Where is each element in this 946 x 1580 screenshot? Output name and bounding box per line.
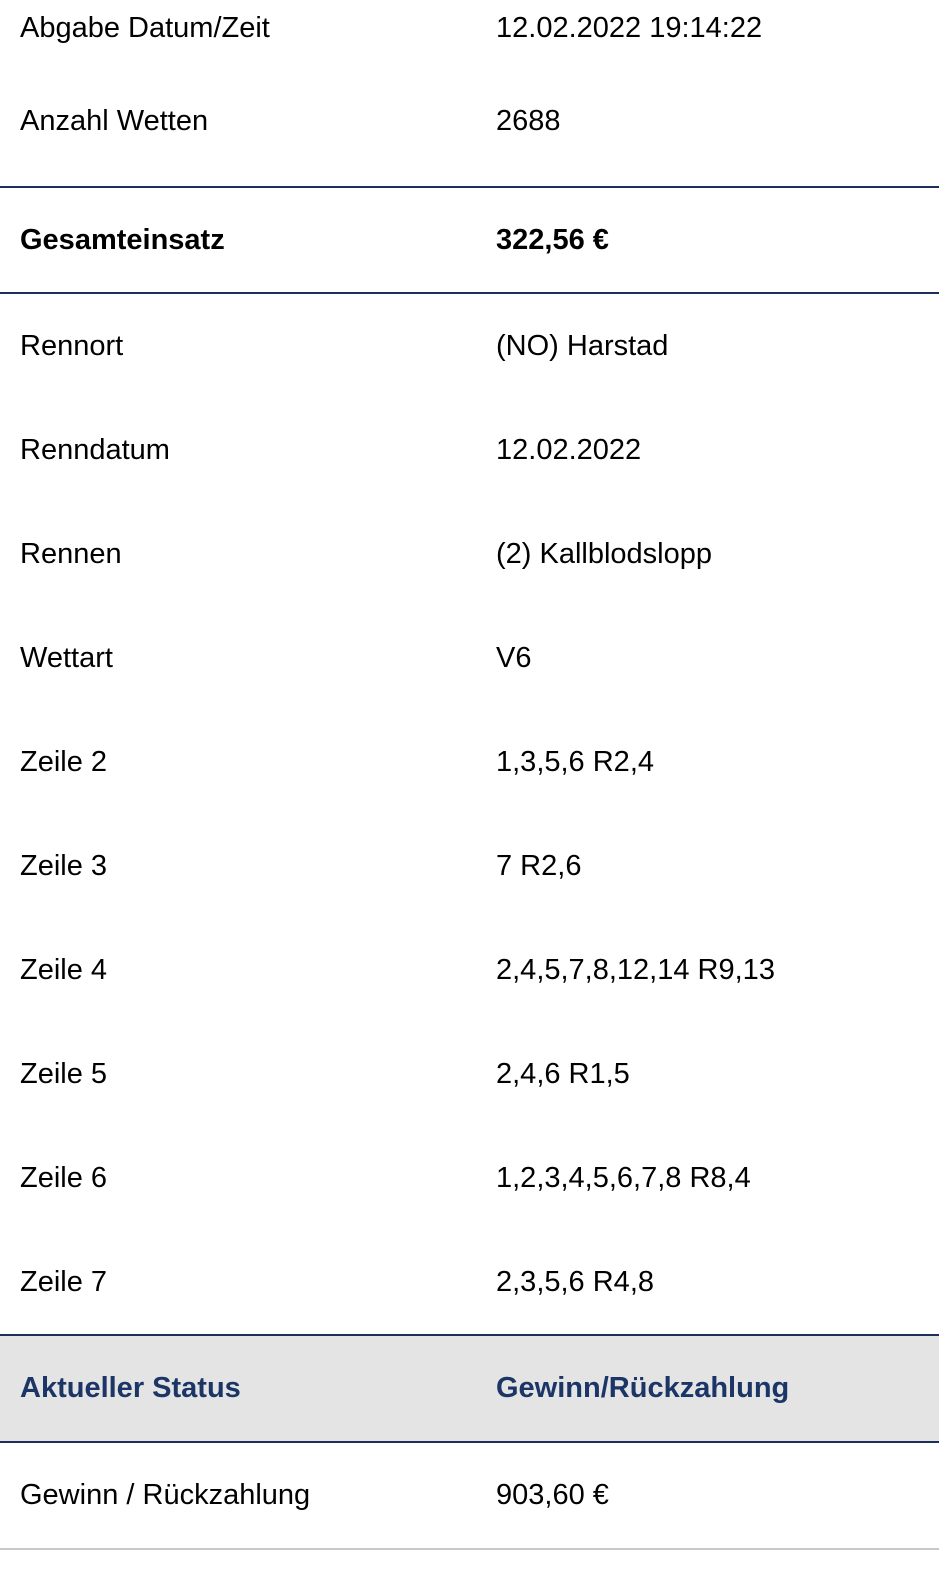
bet-type-value: V6 <box>496 641 532 674</box>
selection-line-label: Zeile 4 <box>20 953 108 986</box>
selection-line-value: 7 R2,6 <box>496 849 582 882</box>
bet-count-row: Anzahl Wetten 2688 <box>0 57 939 186</box>
payout-value: 903,60 € <box>496 1479 609 1511</box>
selection-line-label: Zeile 7 <box>20 1265 108 1298</box>
selection-line-label: Zeile 2 <box>20 745 108 778</box>
selection-line-value: 1,3,5,6 R2,4 <box>496 745 654 778</box>
race-label: Rennen <box>20 537 122 570</box>
status-value: Gewinn/Rückzahlung <box>496 1372 790 1404</box>
selection-line-row: Zeile 6 1,2,3,4,5,6,7,8 R8,4 <box>0 1126 939 1230</box>
selection-line-label: Zeile 5 <box>20 1057 108 1090</box>
race-row: Rennen (2) Kallblodslopp <box>0 502 939 606</box>
selection-line-label: Zeile 6 <box>20 1161 108 1194</box>
selection-line-row: Zeile 5 2,4,6 R1,5 <box>0 1022 939 1126</box>
payout-row: Gewinn / Rückzahlung 903,60 € <box>0 1441 939 1548</box>
venue-label: Rennort <box>20 329 124 362</box>
status-label: Aktueller Status <box>20 1372 241 1404</box>
submitted-row: Abgabe Datum/Zeit 12.02.2022 19:14:22 <box>0 0 939 57</box>
bet-details-table: Abgabe Datum/Zeit 12.02.2022 19:14:22 An… <box>0 0 939 1548</box>
selection-line-label: Zeile 3 <box>20 849 108 882</box>
total-stake-row: Gesamteinsatz 322,56 € <box>0 186 939 292</box>
payout-label: Gewinn / Rückzahlung <box>20 1479 311 1511</box>
selection-line-row: Zeile 3 7 R2,6 <box>0 814 939 918</box>
total-stake-value: 322,56 € <box>496 223 609 256</box>
selection-line-row: Zeile 4 2,4,5,7,8,12,14 R9,13 <box>0 918 939 1022</box>
venue-row: Rennort (NO) Harstad <box>0 292 939 398</box>
bet-count-label: Anzahl Wetten <box>20 105 209 137</box>
bet-type-row: Wettart V6 <box>0 606 939 710</box>
venue-value: (NO) Harstad <box>496 329 669 362</box>
selection-line-value: 1,2,3,4,5,6,7,8 R8,4 <box>496 1161 751 1194</box>
status-header-row: Aktueller Status Gewinn/Rückzahlung <box>0 1334 939 1441</box>
submitted-label: Abgabe Datum/Zeit <box>20 12 270 44</box>
bet-count-value: 2688 <box>496 105 561 137</box>
race-date-row: Renndatum 12.02.2022 <box>0 398 939 502</box>
selection-line-row: Zeile 7 2,3,5,6 R4,8 <box>0 1230 939 1334</box>
selection-line-row: Zeile 2 1,3,5,6 R2,4 <box>0 710 939 814</box>
race-date-label: Renndatum <box>20 433 170 466</box>
selection-line-value: 2,3,5,6 R4,8 <box>496 1265 654 1298</box>
total-stake-label: Gesamteinsatz <box>20 223 225 256</box>
race-value: (2) Kallblodslopp <box>496 537 713 570</box>
bet-type-label: Wettart <box>20 641 113 674</box>
selection-line-value: 2,4,5,7,8,12,14 R9,13 <box>496 953 775 986</box>
selection-line-value: 2,4,6 R1,5 <box>496 1057 630 1090</box>
race-date-value: 12.02.2022 <box>496 433 642 466</box>
table-bottom-divider <box>0 1548 939 1550</box>
submitted-value: 12.02.2022 19:14:22 <box>496 12 763 44</box>
